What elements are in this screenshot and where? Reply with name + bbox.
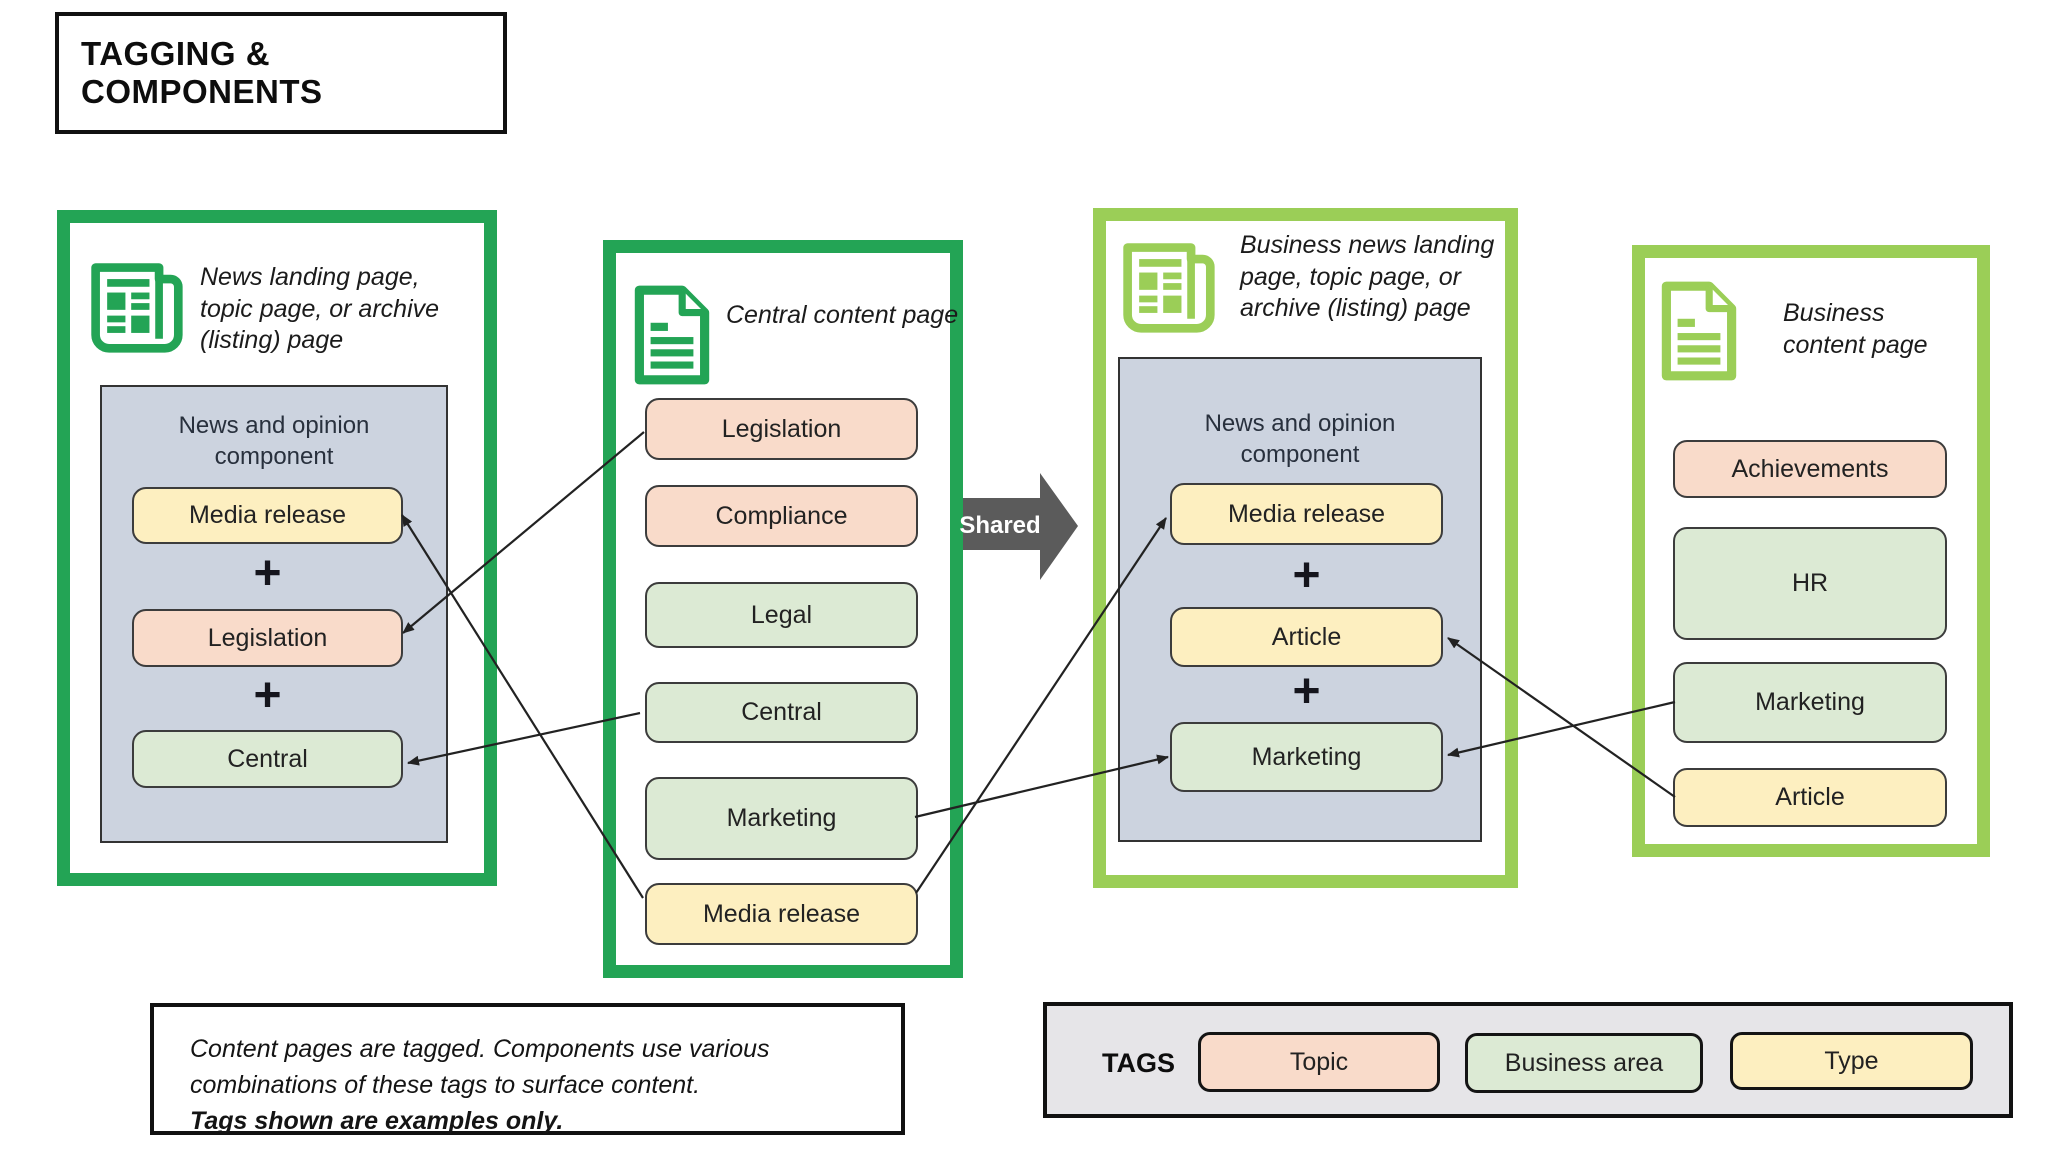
tag-legislation: Legislation [132, 609, 403, 667]
tag-central: Central [645, 682, 918, 743]
tag-compliance: Compliance [645, 485, 918, 547]
newspaper-icon [1118, 238, 1218, 334]
document-icon [1658, 278, 1740, 384]
plus-separator: + [253, 669, 282, 722]
tag-media-release: Media release [645, 883, 918, 945]
tag-marketing: Marketing [645, 777, 918, 860]
panel-caption: Central content page [726, 301, 959, 329]
legend-label: TAGS [1102, 1048, 1175, 1078]
page-title: TAGGING & COMPONENTS [81, 35, 323, 110]
legend-tag-business-area: Business area [1465, 1033, 1703, 1093]
plus-separator: + [1292, 665, 1321, 718]
panel-caption: Business content page [1783, 299, 1928, 359]
document-icon [631, 282, 713, 388]
tag-marketing: Marketing [1170, 722, 1443, 792]
tag-achievements: Achievements [1673, 440, 1947, 498]
newspaper-icon [86, 258, 186, 354]
tag-media-release: Media release [132, 487, 403, 544]
note-line-emphasis: Tags shown are examples only. [190, 1107, 564, 1135]
panel-caption: Business news landing page, topic page, … [1240, 231, 1495, 322]
legend-tag-topic: Topic [1198, 1032, 1440, 1092]
note-line: combinations of these tags to surface co… [190, 1071, 701, 1099]
tag-article: Article [1170, 607, 1443, 667]
tag-legislation: Legislation [645, 398, 918, 460]
tag-marketing: Marketing [1673, 662, 1947, 743]
note-line: Content pages are tagged. Components use… [190, 1035, 770, 1063]
component-title: News and opinion component [1204, 410, 1396, 469]
legend-tag-type: Type [1730, 1032, 1973, 1090]
title-box: TAGGING & COMPONENTS [55, 12, 507, 134]
tag-article: Article [1673, 768, 1947, 827]
plus-separator: + [253, 547, 282, 600]
plus-separator: + [1292, 549, 1321, 602]
note-box: Content pages are tagged. Components use… [150, 1003, 905, 1135]
component-title: News and opinion component [178, 412, 370, 471]
tag-legal: Legal [645, 582, 918, 648]
shared-label: Shared [959, 512, 1040, 539]
tag-hr: HR [1673, 527, 1947, 640]
shared-arrow: Shared [959, 473, 1078, 580]
panel-caption: News landing page, topic page, or archiv… [200, 263, 440, 354]
tag-central: Central [132, 730, 403, 788]
tag-media-release: Media release [1170, 483, 1443, 545]
